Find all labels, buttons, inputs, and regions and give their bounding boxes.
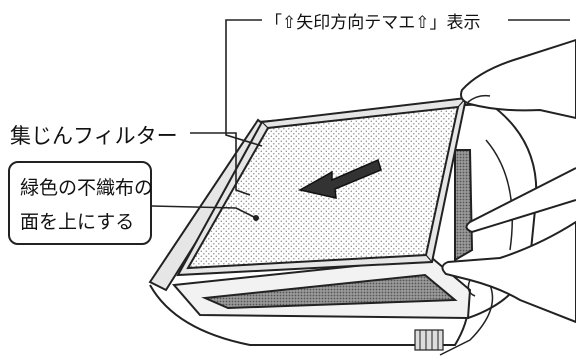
leader-lines bbox=[151, 19, 570, 218]
callout-line-1: 緑色の不織布の bbox=[20, 177, 154, 199]
arrow-direction-indicator-label: 「⇧矢印方向テマエ⇧」表示 bbox=[262, 8, 484, 33]
left-arrow-icon bbox=[297, 158, 382, 199]
dust-filter-label: 集じんフィルター bbox=[8, 120, 180, 150]
marker-dot bbox=[253, 215, 259, 221]
callout-line-2: 面を上にする bbox=[20, 211, 135, 233]
filter-tray bbox=[148, 118, 474, 320]
callout-box: 緑色の不織布の 面を上にする bbox=[8, 161, 154, 245]
hands bbox=[441, 38, 576, 324]
